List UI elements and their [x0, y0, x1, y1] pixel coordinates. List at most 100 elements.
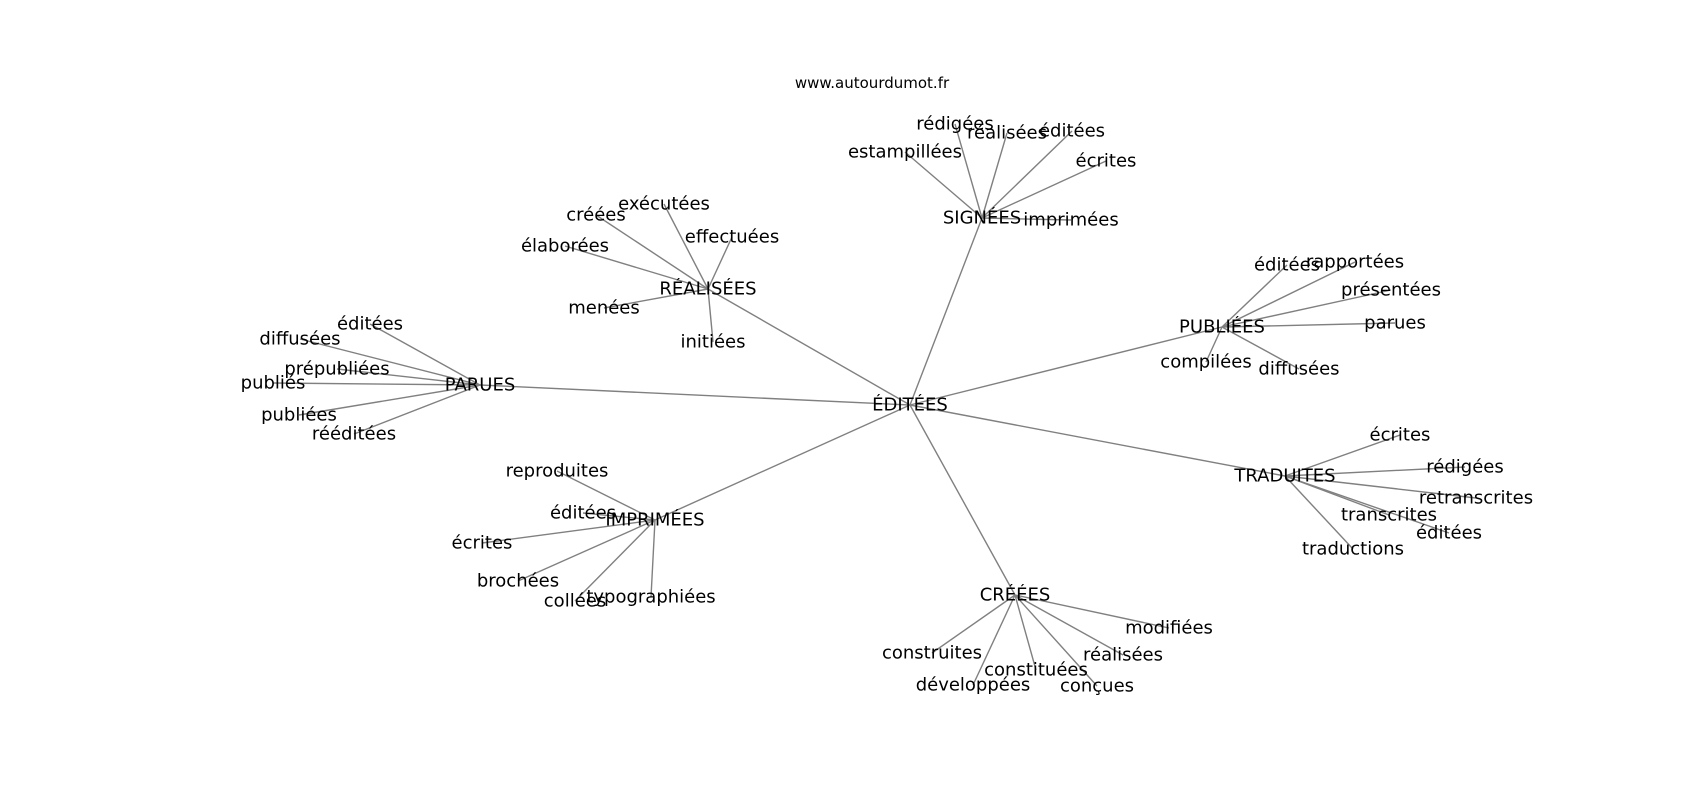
leaf-node-parues-2: prépubliées [284, 359, 389, 380]
leaf-node-signees-3: écrites [1076, 151, 1137, 172]
leaf-node-signees-5: imprimées [1023, 210, 1118, 231]
edge-creees-2 [1014, 594, 1124, 656]
edge-realisees-1 [595, 214, 709, 290]
edge-traduites-5 [1284, 475, 1354, 550]
leaf-node-creees-4: développées [916, 675, 1031, 696]
edge-realisees-0 [663, 203, 709, 290]
hub-node-creees: CRÉÉES [980, 584, 1051, 606]
edges-layer [272, 123, 1477, 687]
hub-node-parues: PARUES [445, 375, 516, 396]
edge-publiees-3 [1221, 322, 1396, 328]
leaf-node-realisees-2: effectuées [685, 227, 779, 248]
edge-parues-2 [336, 368, 481, 386]
edge-signees-2 [981, 130, 1073, 219]
edge-traduites-1 [1284, 466, 1466, 477]
edge-realisees-5 [707, 288, 714, 343]
edge-signees-0 [954, 123, 983, 219]
edge-imprimees-0 [556, 470, 656, 521]
edge-publiees-0 [1221, 264, 1288, 328]
edge-imprimees-1 [582, 512, 656, 521]
edge-realisees-4 [603, 288, 709, 309]
leaf-node-imprimees-2: écrites [452, 533, 513, 554]
leaf-node-realisees-3: élaborées [521, 236, 609, 257]
leaf-node-realisees-5: initiées [681, 332, 746, 353]
edge-publiees-4 [1205, 326, 1223, 363]
edge-center-traduites [909, 404, 1286, 477]
leaf-node-traduites-3: transcrites [1341, 505, 1437, 526]
site-url: www.autourdumot.fr [795, 74, 950, 92]
leaf-node-creees-0: modifiées [1125, 618, 1213, 639]
edge-creees-4 [972, 594, 1016, 686]
leaf-node-imprimees-4: collées [544, 591, 606, 612]
hub-node-imprimees: IMPRIMÉES [605, 509, 704, 531]
leaf-node-signees-4: estampillées [848, 142, 962, 163]
edge-traduites-0 [1284, 434, 1401, 477]
leaf-node-parues-4: publiées [261, 405, 337, 426]
leaf-node-realisees-4: menées [568, 298, 640, 319]
edge-publiees-2 [1221, 289, 1392, 328]
edge-imprimees-2 [481, 519, 656, 544]
edge-center-publiees [909, 326, 1223, 406]
edge-parues-0 [369, 323, 481, 386]
hub-node-traduites: TRADUITES [1233, 466, 1335, 487]
leaf-node-creees-5: conçues [1060, 676, 1134, 697]
leaf-node-publiees-5: diffusées [1258, 359, 1339, 380]
leaf-node-publiees-1: rapportées [1306, 252, 1404, 273]
leaf-node-imprimees-1: éditées [550, 503, 616, 524]
leaf-node-creees-2: réalisées [1083, 645, 1163, 666]
edge-imprimees-5 [650, 519, 656, 598]
edge-traduites-4 [1284, 475, 1450, 534]
edge-signees-5 [981, 217, 1072, 221]
leaf-node-imprimees-3: brochées [477, 571, 559, 592]
edge-center-imprimees [654, 404, 911, 521]
edge-creees-0 [1014, 594, 1170, 629]
hub-node-signees: SIGNÉES [943, 207, 1021, 229]
edge-parues-3 [272, 382, 481, 386]
edge-parues-1 [299, 338, 481, 386]
edge-creees-5 [1014, 594, 1098, 687]
leaf-node-realisees-0: exécutées [618, 194, 710, 215]
edge-signees-1 [981, 132, 1008, 219]
leaf-node-publiees-0: éditées [1254, 255, 1320, 276]
edge-creees-3 [1014, 594, 1037, 671]
leaf-node-signees-2: éditées [1039, 121, 1105, 142]
edge-realisees-3 [564, 245, 709, 290]
leaf-node-traduites-4: éditées [1416, 523, 1482, 544]
leaf-node-creees-3: constituées [984, 660, 1088, 681]
edge-center-realisees [707, 288, 911, 406]
edge-center-signees [909, 217, 983, 406]
edge-publiees-1 [1221, 261, 1356, 328]
leaf-node-signees-1: réalisées [967, 123, 1047, 144]
leaf-node-traduites-5: traductions [1302, 539, 1404, 560]
edge-center-creees [909, 404, 1016, 596]
leaf-node-creees-1: construites [882, 643, 982, 664]
edge-creees-1 [931, 594, 1016, 654]
leaf-node-publiees-4: compilées [1160, 352, 1251, 373]
leaf-node-realisees-1: créées [566, 205, 626, 226]
leaf-node-imprimees-5: typographiées [586, 587, 715, 608]
hub-node-publiees: PUBLIÉES [1179, 316, 1265, 338]
hub-node-realisees: RÉALISÉES [659, 278, 756, 300]
edge-imprimees-4 [574, 519, 656, 602]
edge-center-parues [479, 384, 911, 406]
edge-signees-4 [904, 151, 983, 219]
leaf-node-traduites-2: retranscrites [1419, 488, 1533, 509]
leaf-node-imprimees-0: reproduites [506, 461, 609, 482]
leaf-node-publiees-3: parues [1364, 313, 1426, 334]
leaf-node-parues-1: diffusées [259, 329, 340, 350]
leaf-node-parues-5: rééditées [312, 424, 396, 445]
edge-imprimees-3 [517, 519, 656, 582]
edge-signees-3 [981, 160, 1107, 219]
edge-parues-5 [353, 384, 481, 435]
leaf-node-parues-3: publiés [241, 373, 306, 394]
center-node-label: ÉDITÉES [872, 394, 948, 416]
leaf-node-signees-0: rédigées [916, 114, 993, 135]
leaf-node-traduites-0: écrites [1370, 425, 1431, 446]
leaf-node-publiees-2: présentées [1341, 280, 1441, 301]
edge-parues-4 [298, 384, 481, 416]
edge-realisees-2 [707, 236, 733, 290]
edge-publiees-5 [1221, 326, 1300, 370]
